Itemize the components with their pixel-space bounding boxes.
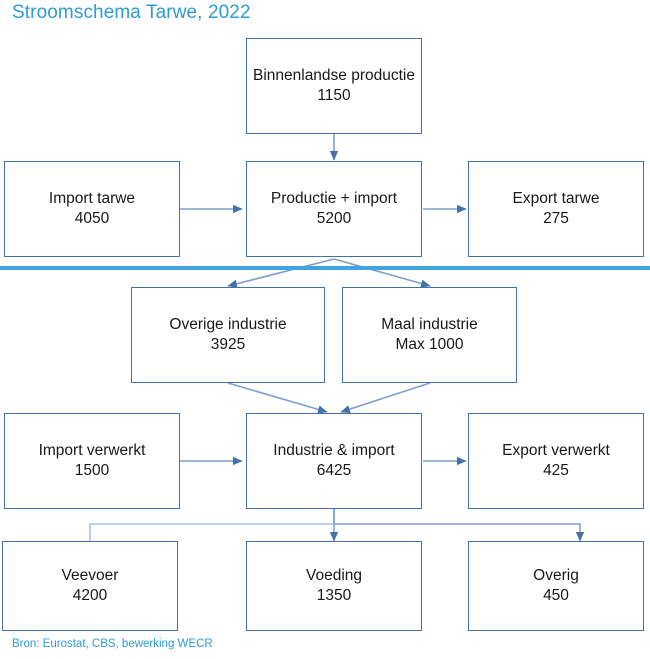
node-value: 4050: [74, 210, 110, 227]
section-divider: [0, 266, 650, 270]
node-overige-industrie[interactable]: Overige industrie 3925: [131, 287, 325, 383]
edge-industrie-import-to-overig: [333, 509, 585, 542]
node-label: Industrie & import: [273, 441, 395, 459]
node-productie-import[interactable]: Productie + import 5200: [246, 161, 422, 257]
node-voeding[interactable]: Voeding 1350: [246, 541, 422, 631]
edge-maal-industrie-to-industrie-import: [340, 382, 431, 414]
edge-productie-import-to-maal-industrie: [333, 258, 431, 288]
node-label: Productie + import: [270, 189, 398, 207]
node-label: Overige industrie: [169, 315, 287, 333]
page-title: Stroomschema Tarwe, 2022: [12, 2, 251, 23]
node-overig[interactable]: Overig 450: [468, 541, 644, 631]
node-binnenlandse-productie[interactable]: Binnenlandse productie 1150: [246, 38, 422, 134]
node-value: 450: [543, 587, 569, 604]
node-value: 6425: [316, 462, 352, 479]
node-value: 1350: [316, 587, 352, 604]
edge-overige-industrie-to-industrie-import: [227, 382, 328, 414]
node-value: 3925: [210, 336, 246, 353]
node-value: 4200: [72, 587, 108, 604]
node-label: Export tarwe: [512, 189, 600, 207]
node-label: Veevoer: [61, 566, 119, 584]
node-value: 5200: [316, 210, 352, 227]
node-value: 1500: [74, 462, 110, 479]
node-export-tarwe[interactable]: Export tarwe 275: [468, 161, 644, 257]
node-value: 275: [543, 210, 569, 227]
node-value: Max 1000: [395, 336, 464, 353]
node-export-verwerkt[interactable]: Export verwerkt 425: [468, 413, 644, 509]
node-veevoer[interactable]: Veevoer 4200: [2, 541, 178, 631]
node-label: Export verwerkt: [502, 441, 610, 459]
edge-productie-import-to-overige-industrie: [227, 258, 335, 288]
node-industrie-import[interactable]: Industrie & import 6425: [246, 413, 422, 509]
node-value: 425: [543, 462, 569, 479]
node-label: Import verwerkt: [38, 441, 146, 459]
node-value: 1150: [317, 87, 351, 104]
source-note: Bron: Eurostat, CBS, bewerking WECR: [12, 638, 213, 650]
node-import-tarwe[interactable]: Import tarwe 4050: [4, 161, 180, 257]
node-import-verwerkt[interactable]: Import verwerkt 1500: [4, 413, 180, 509]
node-label: Binnenlandse productie: [252, 66, 415, 84]
edge-industrie-import-to-veevoer: [89, 523, 334, 541]
node-label: Import tarwe: [48, 189, 136, 207]
node-label: Voeding: [305, 566, 363, 584]
node-label: Overig: [533, 566, 579, 584]
node-label: Maal industrie: [381, 315, 478, 333]
node-maal-industrie[interactable]: Maal industrie Max 1000: [342, 287, 517, 383]
